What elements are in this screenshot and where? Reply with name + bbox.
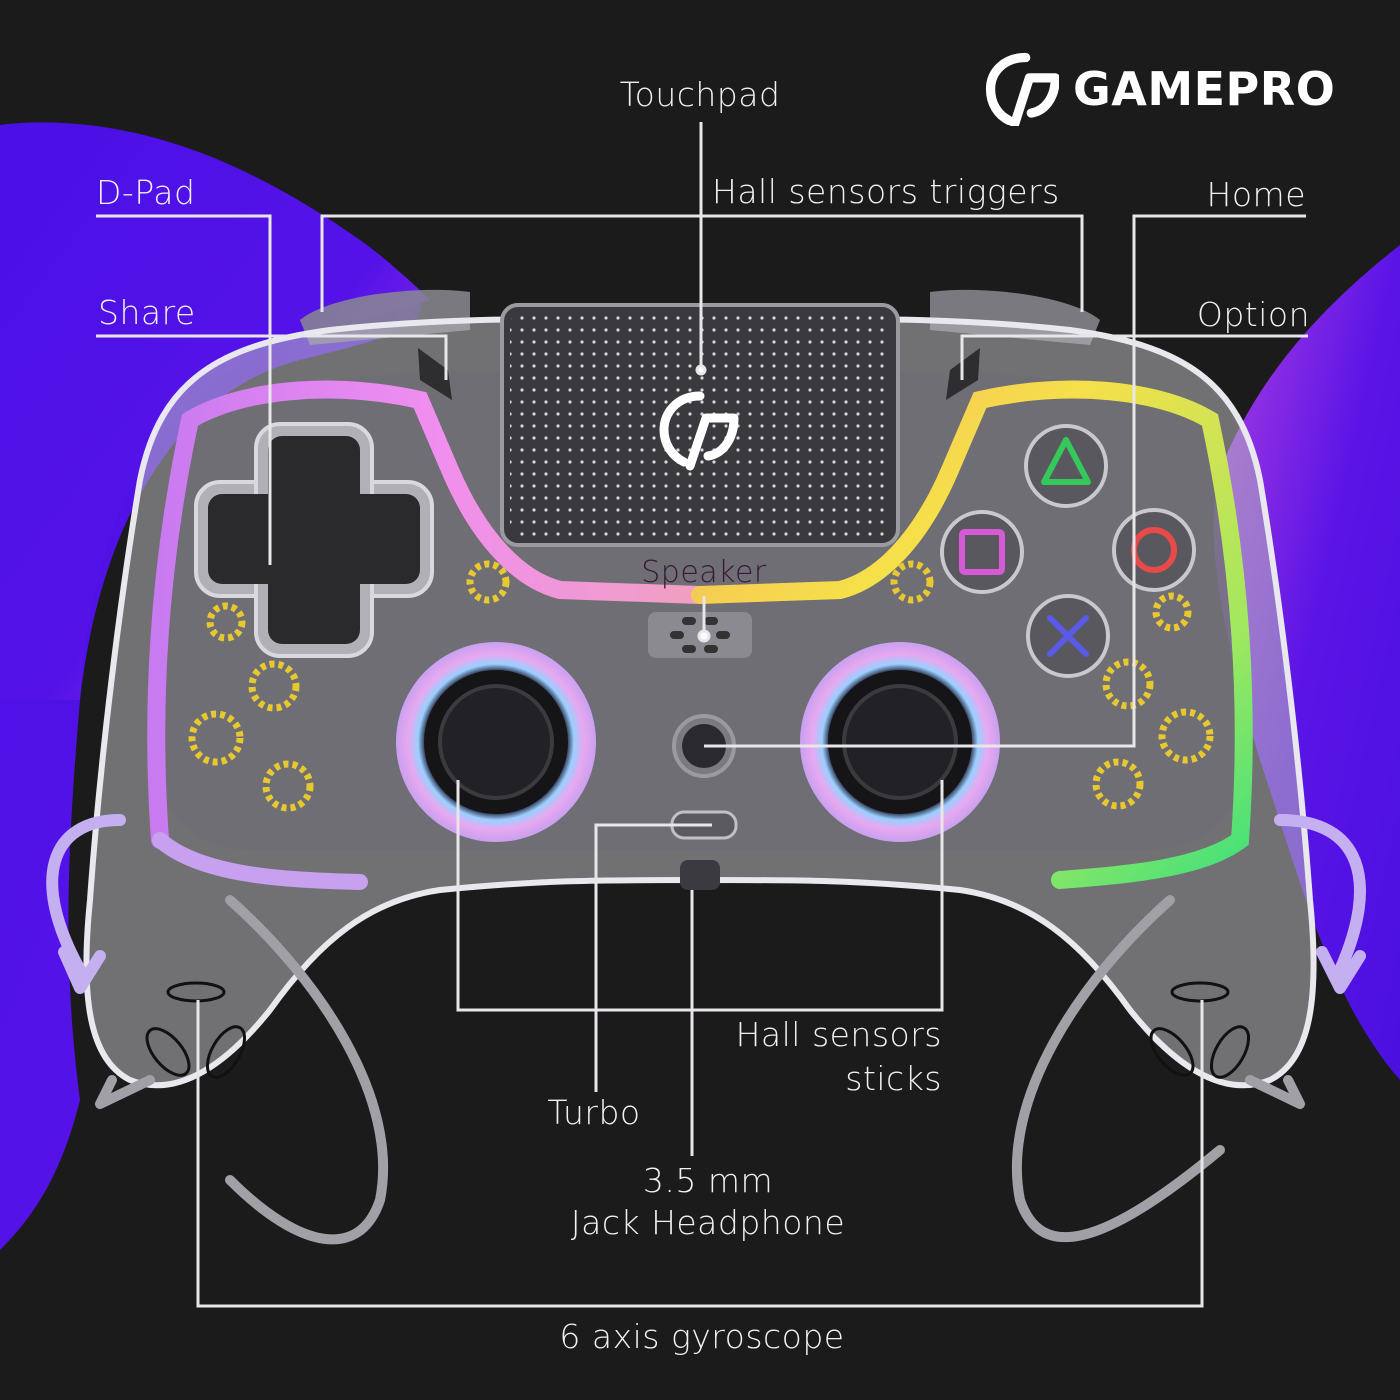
rotation-arrow-left-icon: [46, 814, 126, 994]
rotation-arrow-right-icon: [1274, 814, 1366, 994]
label-hall-sensors-sticks-1: Hall sensors: [735, 1015, 942, 1054]
label-hall-sensors-sticks-2: sticks: [845, 1059, 942, 1098]
brand-logo: GAMEPRO: [985, 52, 1335, 126]
orbit-right: [1011, 895, 1305, 1243]
label-hall-sensors-triggers: Hall sensors triggers: [712, 172, 1060, 211]
label-share: Share: [98, 293, 196, 332]
led-strip-right: [691, 380, 1253, 889]
label-6-axis-gyroscope: 6 axis gyroscope: [559, 1317, 845, 1356]
label-turbo: Turbo: [547, 1093, 641, 1132]
led-strip-left: [147, 380, 709, 849]
left-stick: [396, 642, 596, 842]
right-stick: [800, 642, 1000, 842]
orbit-left: [95, 895, 389, 1245]
triangle-icon: [1041, 437, 1091, 485]
gyro-axis-icon-left: [145, 981, 247, 1079]
headphone-jack: [680, 860, 720, 890]
label-jack-1: 3.5 mm: [642, 1161, 774, 1200]
touchpad-logo-icon: [659, 391, 739, 471]
brand-name: GAMEPRO: [1073, 62, 1336, 116]
share-button: [418, 348, 452, 400]
label-dpad: D-Pad: [96, 173, 196, 212]
label-jack-2: Jack Headphone: [570, 1203, 846, 1242]
gyro-axis-icon-right: [1149, 981, 1251, 1079]
label-speaker: Speaker: [641, 555, 767, 590]
gp-monogram-icon: [985, 52, 1059, 126]
label-home: Home: [1206, 175, 1306, 214]
gear-decor: [188, 560, 1214, 812]
dpad: [194, 422, 434, 658]
square-icon: [959, 529, 1005, 575]
cross-icon: [1047, 615, 1089, 657]
label-option: Option: [1196, 295, 1310, 334]
face-buttons: [940, 424, 1196, 678]
label-touchpad: Touchpad: [619, 75, 781, 114]
